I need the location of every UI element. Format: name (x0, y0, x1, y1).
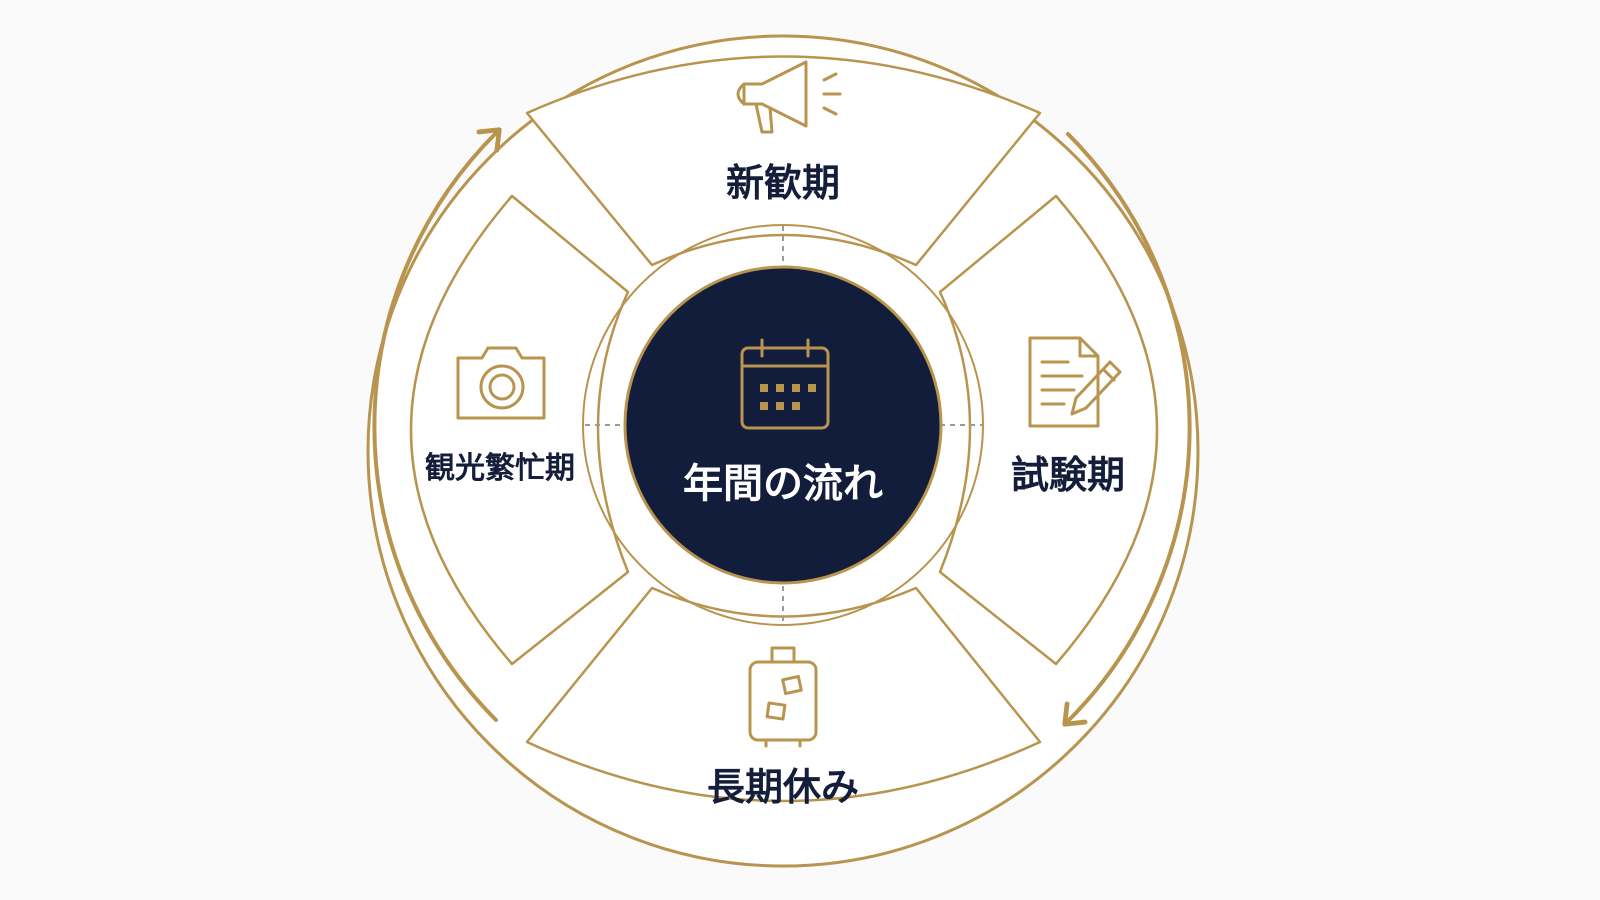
segment-bottom (525, 586, 1042, 803)
segment-bottom-label: 長期休み (707, 765, 859, 809)
inner-ring (582, 224, 984, 626)
camera-icon (456, 346, 546, 420)
segment-right (938, 194, 1159, 666)
document-pencil-icon (1028, 336, 1122, 428)
segment-left-label: 観光繁忙期 (425, 451, 575, 486)
segment-right-label: 試験期 (1011, 453, 1125, 497)
center-title: 年間の流れ (683, 461, 883, 507)
megaphone-icon (736, 60, 842, 134)
center-disc (623, 265, 943, 585)
flow-arrow-left (372, 127, 502, 722)
segment-top (525, 55, 1042, 267)
calendar-icon (740, 338, 830, 430)
segment-left (409, 194, 630, 666)
suitcase-icon (748, 646, 818, 748)
segment-top-label: 新歓期 (726, 161, 840, 205)
flow-arrow-right (1062, 132, 1192, 727)
